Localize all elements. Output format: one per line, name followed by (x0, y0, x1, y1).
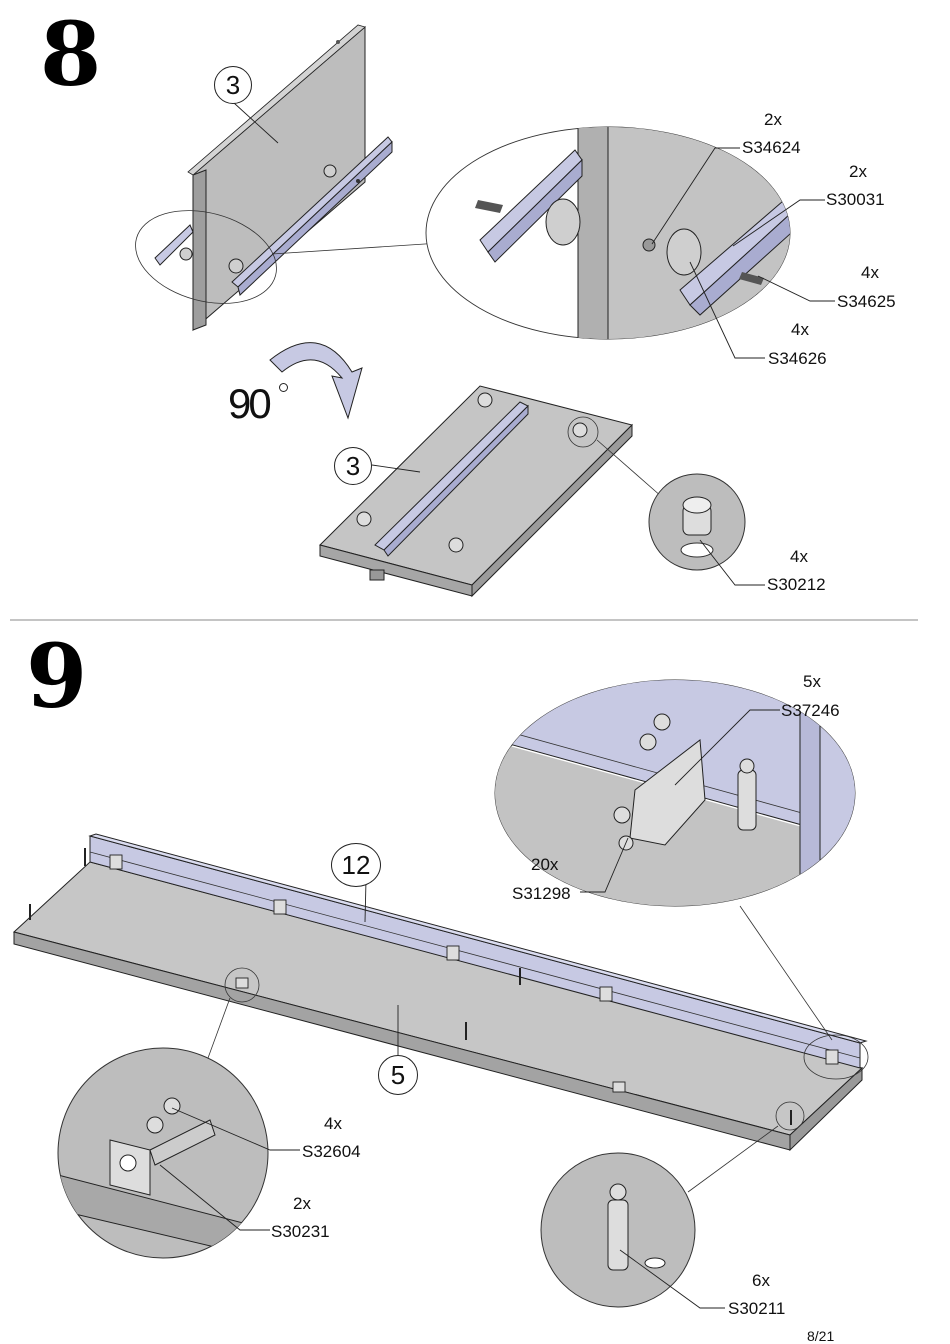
zoom-detail-angle-bracket (57, 1047, 269, 1259)
callout-qty: 4x (791, 320, 809, 339)
callout-qty: 4x (790, 547, 808, 566)
step-number-9: 9 (26, 624, 87, 728)
callout-code: S30231 (271, 1222, 330, 1241)
part-ref-label: 12 (341, 849, 371, 880)
zoom-detail-bracket (494, 679, 856, 907)
callout-code: S34626 (768, 349, 827, 368)
callout-qty: 4x (324, 1114, 342, 1133)
callout-qty: 2x (764, 110, 782, 129)
panel-12-back (88, 833, 868, 1069)
rotation-label: 90 (228, 380, 272, 428)
degree-icon (279, 383, 288, 392)
callout-qty: 2x (293, 1194, 311, 1213)
part-ref-label: 5 (390, 1059, 406, 1090)
rotation-value: 90 (228, 380, 272, 427)
panel-5-bottom (12, 861, 864, 1152)
callout-code: S34624 (742, 138, 801, 157)
callout-code: S32604 (302, 1142, 361, 1161)
panel-3-upright (187, 24, 393, 332)
page-number: 8/21 (807, 1328, 835, 1344)
part-ref-label: 3 (345, 450, 361, 481)
step-number-8: 8 (40, 2, 101, 106)
callout-code: S37246 (781, 701, 840, 720)
callout-code: S34625 (837, 292, 896, 311)
panel-3-flat (319, 385, 633, 598)
zoom-detail-camlock (648, 473, 746, 571)
part-ref-circle: 12 (331, 843, 381, 887)
part-ref-circle: 5 (378, 1055, 418, 1095)
callout-code: S30211 (728, 1299, 786, 1318)
callout-code: S30212 (767, 575, 826, 594)
callout-qty: 20x (531, 855, 559, 874)
part-ref-label: 3 (225, 69, 241, 100)
part-ref-circle: 3 (334, 447, 372, 485)
callout-qty: 2x (849, 162, 867, 181)
callout-code: S30031 (826, 190, 885, 209)
callout-qty: 5x (803, 672, 821, 691)
zoom-detail-dowel (540, 1152, 696, 1308)
callout-qty: 4x (861, 263, 879, 282)
callout-qty: 6x (752, 1271, 770, 1290)
callout-code: S31298 (512, 884, 571, 903)
part-ref-circle: 3 (214, 66, 252, 104)
